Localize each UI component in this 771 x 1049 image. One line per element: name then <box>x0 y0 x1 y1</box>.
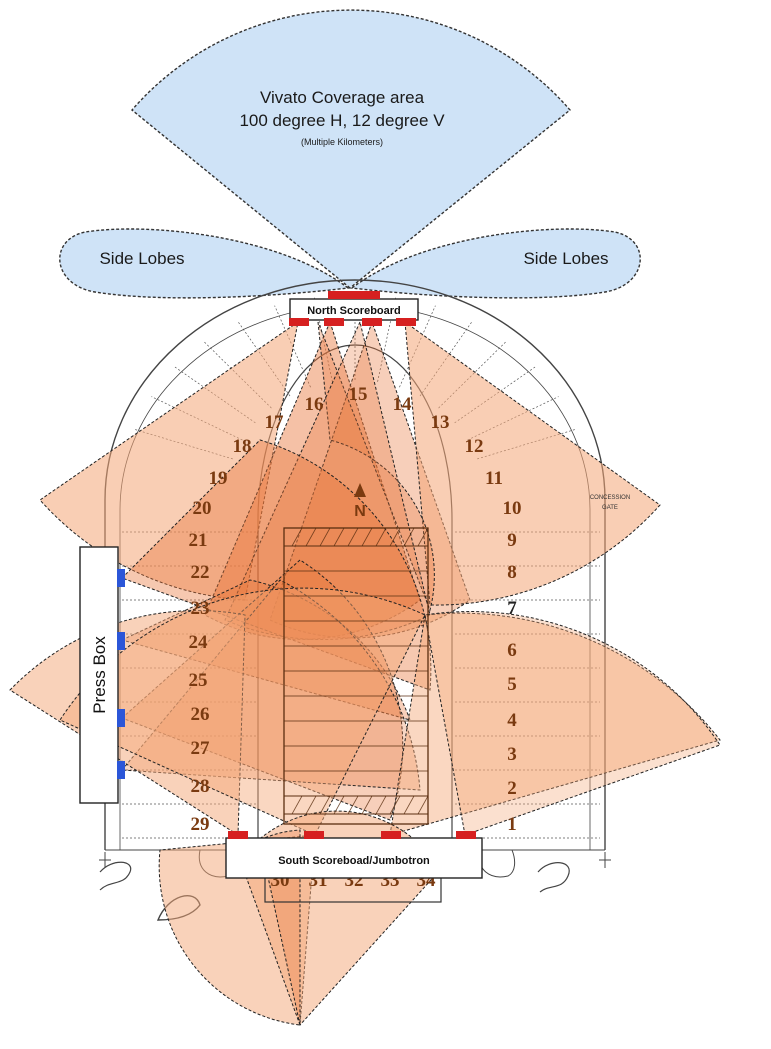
section-label-28: 28 <box>191 776 210 797</box>
south-antennas <box>228 831 476 839</box>
section-label-11: 11 <box>485 468 503 489</box>
beam-south-7 <box>259 829 301 1026</box>
section-label-16: 16 <box>305 394 324 415</box>
press-box <box>79 546 119 804</box>
section-label-2: 2 <box>507 778 517 799</box>
beam-north-4 <box>404 320 661 606</box>
coverage-title: Vivato Coverage area <box>260 88 425 107</box>
section-label-27: 27 <box>191 738 211 759</box>
antenna-press-2 <box>117 632 125 650</box>
section-label-5: 5 <box>507 674 517 695</box>
press-box-antennas <box>117 569 125 779</box>
side-lobe-right <box>350 228 641 299</box>
section-label-22: 22 <box>191 562 210 583</box>
beam-south-1 <box>9 610 246 836</box>
side-lobe-left <box>59 228 350 299</box>
concession-gate-label-1: CONCESSION <box>590 495 630 501</box>
section-label-3: 3 <box>507 744 517 765</box>
coverage-angles: 100 degree H, 12 degree V <box>239 111 445 130</box>
side-lobe-left-label: Side Lobes <box>99 249 184 268</box>
section-label-13: 13 <box>431 412 450 433</box>
section-label-23: 23 <box>191 598 210 619</box>
section-label-29: 29 <box>191 814 210 835</box>
section-label-12: 12 <box>465 436 484 457</box>
antenna-south-2 <box>304 831 324 839</box>
south-scoreboard <box>225 837 483 879</box>
antenna-north-4 <box>396 318 416 326</box>
side-lobe-right-label: Side Lobes <box>523 249 608 268</box>
section-label-19: 19 <box>209 468 228 489</box>
section-label-20: 20 <box>193 498 212 519</box>
antenna-press-3 <box>117 709 125 727</box>
end-zone-south <box>283 795 429 815</box>
section-label-8: 8 <box>507 562 517 583</box>
antenna-press-4 <box>117 761 125 779</box>
south-scoreboard-label: South Scoreboad/Jumbotron <box>278 855 430 867</box>
beam-north-5 <box>317 321 435 612</box>
antenna-north-1 <box>289 318 309 326</box>
antenna-north-3 <box>362 318 382 326</box>
coverage-range: (Multiple Kilometers) <box>301 137 383 147</box>
beam-press-3 <box>121 559 404 821</box>
antenna-south-1 <box>228 831 248 839</box>
section-label-24: 24 <box>189 632 209 653</box>
section-label-10: 10 <box>503 498 522 519</box>
antenna-south-4 <box>456 831 476 839</box>
section-label-7: 7 <box>507 598 517 619</box>
beam-sectors <box>9 320 721 1026</box>
section-label-6: 6 <box>507 640 517 661</box>
antenna-north-2 <box>324 318 344 326</box>
north-scoreboard-label: North Scoreboard <box>307 305 401 317</box>
press-box-label: Press Box <box>90 636 109 714</box>
beam-south-4 <box>424 611 721 836</box>
section-label-21: 21 <box>189 530 208 551</box>
vivato-coverage-area <box>130 9 572 289</box>
north-arrow: N <box>354 483 366 520</box>
concession-gate-label-2: GATE <box>602 505 618 511</box>
section-label-15: 15 <box>349 384 368 405</box>
section-label-25: 25 <box>189 670 208 691</box>
section-label-26: 26 <box>191 704 210 725</box>
beam-north-1 <box>39 320 299 601</box>
end-zone-north <box>283 527 429 547</box>
section-label-18: 18 <box>233 436 252 457</box>
antenna-vivato <box>328 291 380 299</box>
north-arrow-label: N <box>354 503 366 520</box>
section-label-14: 14 <box>393 394 413 415</box>
section-label-17: 17 <box>265 412 285 433</box>
section-label-1: 1 <box>507 814 517 835</box>
antenna-south-3 <box>381 831 401 839</box>
section-label-9: 9 <box>507 530 517 551</box>
antenna-press-1 <box>117 569 125 587</box>
section-label-4: 4 <box>507 710 517 731</box>
football-field <box>283 527 429 825</box>
beam-north-3 <box>269 320 471 639</box>
beam-south-3 <box>389 612 721 836</box>
beam-press-1 <box>121 439 432 691</box>
north-antennas <box>289 291 416 326</box>
